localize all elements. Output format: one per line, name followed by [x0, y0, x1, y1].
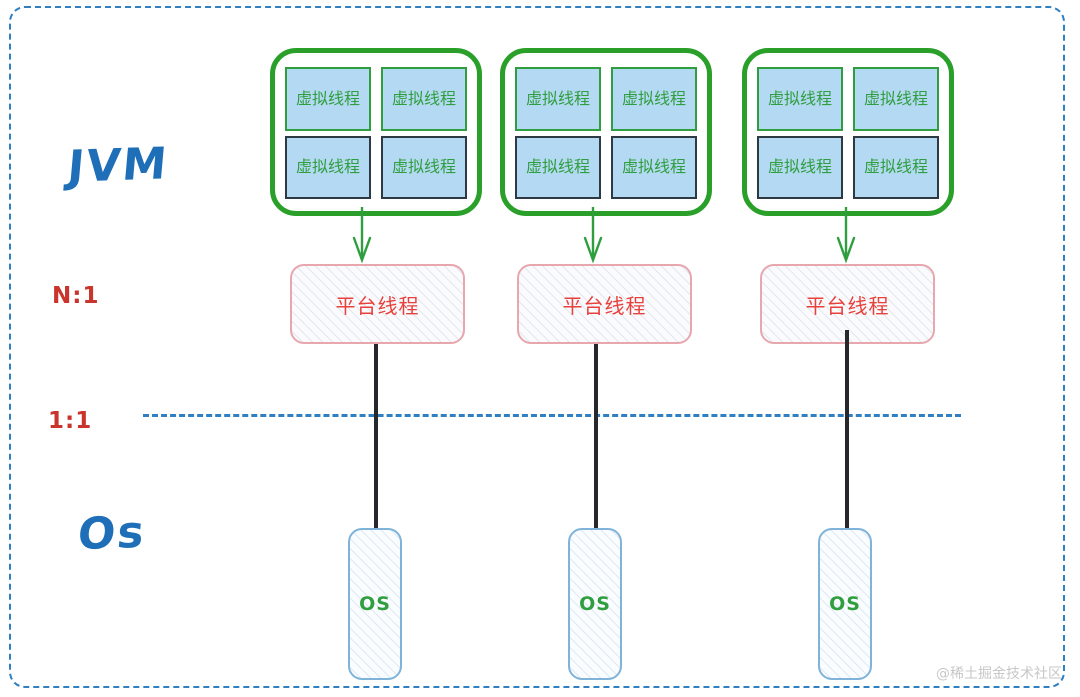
arrow-down-icon [352, 207, 372, 264]
watermark: @稀土掘金技术社区 [936, 666, 1062, 682]
os-thread-box-2[interactable]: OS [568, 528, 622, 680]
connector-line-1 [374, 344, 378, 528]
platform-thread-box-2[interactable]: 平台线程 [517, 264, 692, 344]
connector-line-3 [845, 330, 849, 528]
ratio-label-1-to-1: 1:1 [48, 408, 93, 434]
virtual-thread-box[interactable]: 虚拟线程 [515, 135, 601, 199]
ratio-label-n-to-1: N:1 [52, 283, 100, 309]
virtual-thread-box[interactable]: 虚拟线程 [381, 135, 467, 199]
virtual-thread-box[interactable]: 虚拟线程 [381, 67, 467, 131]
connector-line-2 [594, 344, 598, 528]
os-thread-box-3[interactable]: OS [818, 528, 872, 680]
layer-label-os: Os [75, 506, 148, 561]
virtual-thread-box[interactable]: 虚拟线程 [853, 67, 939, 131]
outer-dashed-frame [9, 6, 1065, 688]
virtual-thread-box[interactable]: 虚拟线程 [611, 67, 697, 131]
virtual-thread-box[interactable]: 虚拟线程 [515, 67, 601, 131]
arrow-down-icon [836, 207, 856, 264]
os-thread-box-1[interactable]: OS [348, 528, 402, 680]
virtual-thread-group-3: 虚拟线程 虚拟线程 虚拟线程 虚拟线程 [742, 48, 954, 216]
layer-divider [143, 414, 961, 417]
layer-label-jvm: JVM [65, 138, 171, 193]
virtual-thread-box[interactable]: 虚拟线程 [853, 135, 939, 199]
virtual-thread-group-2: 虚拟线程 虚拟线程 虚拟线程 虚拟线程 [500, 48, 712, 216]
platform-thread-box-1[interactable]: 平台线程 [290, 264, 465, 344]
virtual-thread-grid: 虚拟线程 虚拟线程 虚拟线程 虚拟线程 [515, 67, 697, 199]
virtual-thread-grid: 虚拟线程 虚拟线程 虚拟线程 虚拟线程 [285, 67, 467, 199]
virtual-thread-group-1: 虚拟线程 虚拟线程 虚拟线程 虚拟线程 [270, 48, 482, 216]
arrow-down-icon [583, 207, 603, 264]
virtual-thread-box[interactable]: 虚拟线程 [611, 135, 697, 199]
virtual-thread-box[interactable]: 虚拟线程 [757, 135, 843, 199]
virtual-thread-box[interactable]: 虚拟线程 [285, 135, 371, 199]
virtual-thread-grid: 虚拟线程 虚拟线程 虚拟线程 虚拟线程 [757, 67, 939, 199]
virtual-thread-box[interactable]: 虚拟线程 [757, 67, 843, 131]
virtual-thread-box[interactable]: 虚拟线程 [285, 67, 371, 131]
